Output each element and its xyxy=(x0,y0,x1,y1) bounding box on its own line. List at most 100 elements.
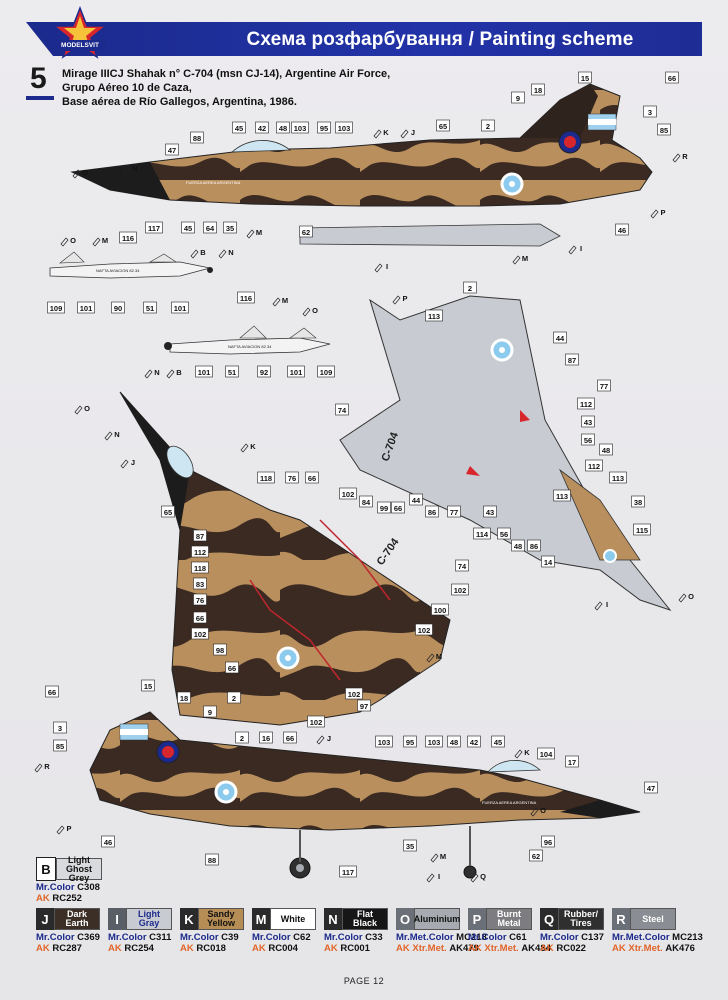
callout-label: 102 xyxy=(194,630,207,639)
brush-icon xyxy=(316,735,325,745)
callout-label: M xyxy=(102,236,108,245)
part-callout: 112 xyxy=(577,397,595,410)
swatch-letter: J xyxy=(36,908,54,930)
callout-box xyxy=(631,495,645,508)
brush-icon xyxy=(246,229,255,239)
part-callout: 86 xyxy=(425,505,439,518)
part-callout: 14 xyxy=(541,555,555,568)
callout-box xyxy=(497,527,511,540)
callout-box xyxy=(511,539,525,552)
paint-callout: N xyxy=(218,248,234,259)
callout-box xyxy=(193,593,207,606)
callout-label: 118 xyxy=(194,564,206,573)
paint-callout: O xyxy=(74,404,90,415)
paint-callout: B xyxy=(166,368,182,379)
header-band xyxy=(26,22,702,56)
ak-code: AK RC022 xyxy=(540,943,586,954)
callout-label: 3 xyxy=(58,724,62,733)
callout-label: 64 xyxy=(206,224,215,233)
callout-box xyxy=(171,301,189,314)
ak-code: AK RC252 xyxy=(36,893,82,904)
callout-label: J xyxy=(411,128,415,137)
callout-label: 85 xyxy=(660,126,668,135)
callout-label: 97 xyxy=(360,702,368,711)
callout-label: 66 xyxy=(308,474,316,483)
mrcolor-code: Mr.Color C61 xyxy=(468,932,527,943)
callout-box xyxy=(47,301,65,314)
part-callout: 95 xyxy=(317,121,331,134)
callout-label: 117 xyxy=(148,224,160,233)
callout-box xyxy=(335,121,353,134)
paint-callout: B xyxy=(190,248,206,259)
paint-callout: P xyxy=(56,824,72,835)
callout-label: 2 xyxy=(232,694,236,703)
callout-box xyxy=(339,487,357,500)
callout-box xyxy=(644,781,658,794)
page-number-value: 12 xyxy=(373,976,385,986)
paint-callout: J xyxy=(400,128,415,139)
callout-box xyxy=(415,623,433,636)
callout-box xyxy=(511,91,525,104)
part-callout: 115 xyxy=(633,523,651,536)
paint-callout: M xyxy=(426,652,442,663)
part-callout: 77 xyxy=(447,505,461,518)
callout-label: 112 xyxy=(194,548,206,557)
callout-box xyxy=(101,835,115,848)
callout-box xyxy=(53,739,67,752)
brush-icon xyxy=(512,255,521,265)
paint-callout: N xyxy=(122,164,138,175)
part-callout: 103 xyxy=(425,735,443,748)
callout-label: 42 xyxy=(258,124,266,133)
paint-callout: N xyxy=(104,430,120,441)
paint-callout: M xyxy=(92,236,108,247)
paint-callout: K xyxy=(514,748,530,759)
callout-box xyxy=(193,529,207,542)
callout-label: J xyxy=(131,458,135,467)
brush-icon xyxy=(190,249,199,259)
callout-box xyxy=(307,715,325,728)
callout-label: B xyxy=(176,368,182,377)
callout-label: 47 xyxy=(168,146,176,155)
callout-box xyxy=(191,561,209,574)
callout-box xyxy=(141,679,155,692)
callout-box xyxy=(447,505,461,518)
swatch-letter: N xyxy=(324,908,342,930)
part-callout: 2 xyxy=(227,691,241,704)
callout-box xyxy=(191,627,209,640)
brush-icon xyxy=(374,263,383,273)
part-callout: 15 xyxy=(141,679,155,692)
callout-label: 109 xyxy=(50,304,63,313)
callout-label: I xyxy=(438,872,440,881)
callout-box xyxy=(577,397,595,410)
mrcolor-code: Mr.Color C311 xyxy=(108,932,172,943)
page-number: PAGE 12 xyxy=(0,976,728,986)
paint-callout: O xyxy=(60,236,76,247)
callout-label: 2 xyxy=(240,734,244,743)
part-callout: 102 xyxy=(339,487,357,500)
mrcolor-code: Mr.Color C369 xyxy=(36,932,100,943)
swatch-color-name: Dark Earth xyxy=(54,908,100,930)
callout-label: 103 xyxy=(378,738,391,747)
swatch-letter: R xyxy=(612,908,630,930)
paint-callout: P xyxy=(392,294,408,305)
part-callout: 46 xyxy=(615,223,629,236)
part-callout: 100 xyxy=(431,603,449,616)
part-callout: 87 xyxy=(565,353,579,366)
brush-icon xyxy=(56,825,65,835)
callout-box xyxy=(455,559,469,572)
callout-label: 84 xyxy=(362,498,371,507)
callout-label: 76 xyxy=(196,596,204,605)
part-callout: 77 xyxy=(597,379,611,392)
callout-box xyxy=(467,735,481,748)
callout-label: I xyxy=(386,262,388,271)
paint-callout: Q xyxy=(470,872,486,883)
callout-label: 65 xyxy=(439,122,447,131)
